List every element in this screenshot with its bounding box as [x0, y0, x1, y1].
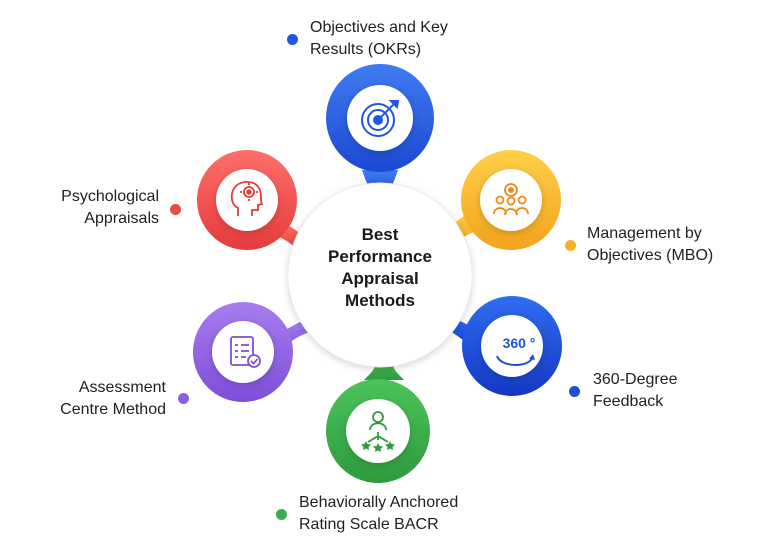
method-node-360: 360 °	[462, 296, 562, 396]
center-title: Best Performance Appraisal Methods	[328, 225, 432, 310]
assessment-label: Assessment Centre Method	[60, 379, 166, 418]
icon-360-text: 360 °	[503, 335, 536, 351]
center-node	[287, 182, 473, 368]
psychological-bullet	[170, 204, 181, 215]
method-node-assessment	[193, 302, 293, 402]
method-node-mbo	[461, 150, 561, 250]
feedback-360-bullet	[569, 386, 580, 397]
okr-bullet	[287, 34, 298, 45]
mbo-bullet	[565, 240, 576, 251]
rotation-360-icon: 360 °	[496, 335, 536, 366]
bars-label: Behaviorally Anchored Rating Scale BACR	[299, 494, 459, 533]
team-gear-icon	[493, 183, 529, 216]
brain-gear-icon	[230, 181, 264, 216]
okr-label: Objectives and Key Results (OKRs)	[310, 19, 448, 58]
bars-bullet	[276, 509, 287, 520]
method-node-bars	[326, 379, 430, 483]
target-icon	[361, 100, 400, 137]
mbo-label: Management by Objectives (MBO)	[587, 225, 714, 264]
feedback-360-label: 360-Degree Feedback	[593, 371, 678, 410]
checklist-document-icon	[230, 336, 261, 368]
psychological-label: Psychological Appraisals	[61, 188, 159, 227]
method-node-okr	[326, 64, 434, 172]
assessment-bullet	[178, 393, 189, 404]
method-node-psychological	[197, 150, 297, 250]
person-stars-icon	[361, 411, 395, 452]
